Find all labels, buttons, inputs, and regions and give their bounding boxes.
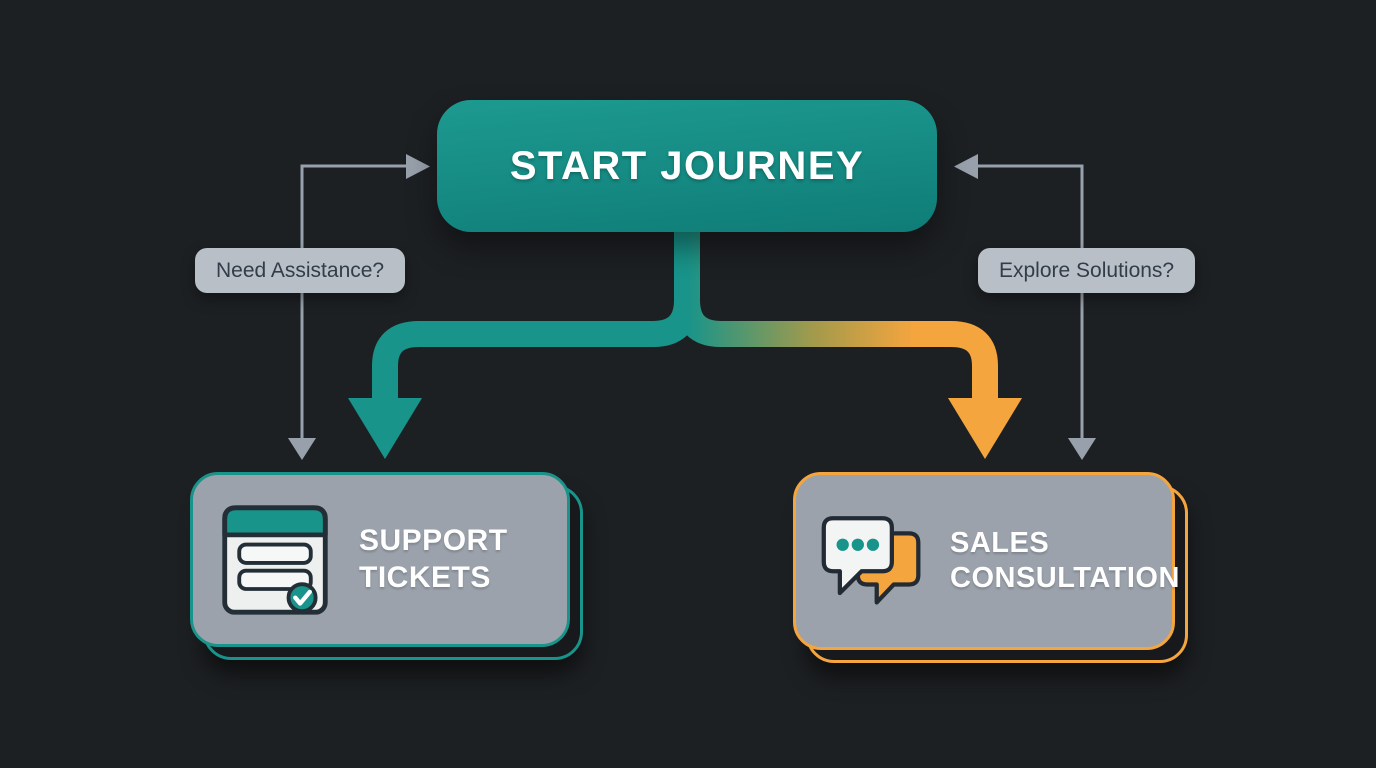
question-label-need-assistance: Need Assistance? [195,248,406,293]
arrowhead-down-icon [348,398,422,459]
sales-consultation-card: SALES CONSULTATION [793,472,1179,650]
support-tickets-node: SUPPORT TICKETS [190,472,583,660]
sales-consultation-title: SALES CONSULTATION [950,526,1180,594]
check-icon [293,589,312,606]
branch-arrow-right [674,216,1022,459]
ticket-form-icon [222,504,328,615]
arrowhead-down-icon [288,438,316,460]
arrowhead-left-icon [954,154,978,179]
support-tickets-card: SUPPORT TICKETS [190,472,570,647]
question-arrow-left [288,154,430,460]
sales-consultation-node: SALES CONSULTATION [793,472,1188,663]
arrowhead-right-icon [406,154,430,179]
question-label-explore-solutions: Explore Solutions? [978,248,1196,293]
arrowhead-down-icon [1068,438,1096,460]
question-arrow-right [954,154,1096,460]
start-journey-label: START JOURNEY [509,143,865,188]
arrowhead-down-icon [948,398,1022,459]
chat-bubbles-icon [821,516,921,605]
support-tickets-title: SUPPORT TICKETS [359,523,508,594]
start-journey-node: START JOURNEY [437,100,937,232]
